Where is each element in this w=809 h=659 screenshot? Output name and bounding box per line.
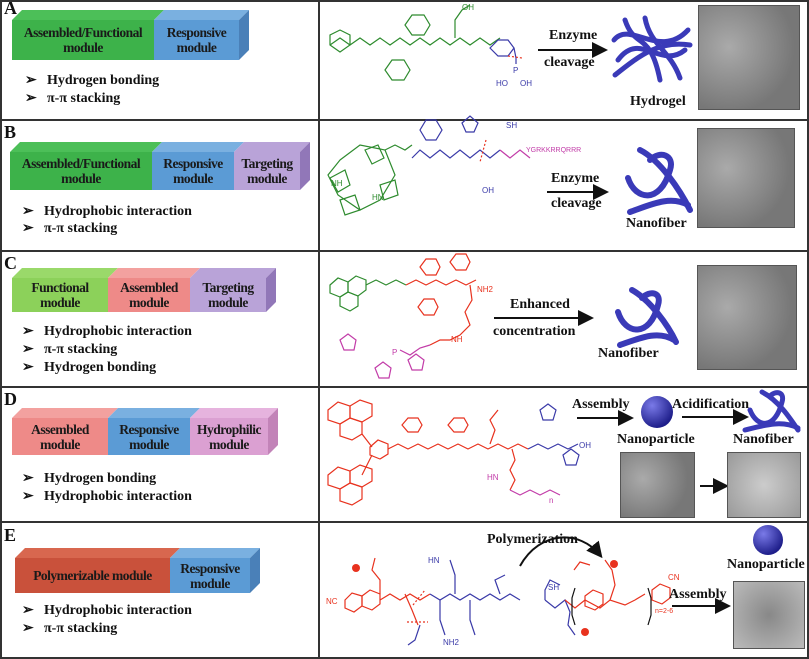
interaction-item: ➢Hydrophobic interaction xyxy=(22,489,192,504)
svg-text:NH: NH xyxy=(451,335,463,344)
svg-text:OH: OH xyxy=(579,441,591,450)
svg-text:SH: SH xyxy=(548,583,559,592)
tem-image-nanofiber xyxy=(697,265,797,370)
svg-text:NH2: NH2 xyxy=(443,638,460,647)
arrow-label-top: Enzyme xyxy=(551,171,600,186)
hydrogel-icon xyxy=(611,15,693,83)
module-targeting: Targeting module xyxy=(190,278,266,312)
module-responsive: Responsive module xyxy=(154,20,239,60)
step-label: Assembly xyxy=(669,587,727,602)
step-label: Assembly xyxy=(572,397,630,412)
interaction-item: ➢π-π stacking xyxy=(22,221,118,236)
svg-text:HO: HO xyxy=(496,79,508,88)
molecule-b xyxy=(327,115,531,216)
column-divider xyxy=(318,0,320,659)
arrow-label-bottom: concentration xyxy=(493,324,576,339)
row-divider xyxy=(0,250,809,252)
svg-text:OH: OH xyxy=(462,3,474,12)
interaction-item: ➢Hydrogen bonding xyxy=(22,471,157,486)
nanoparticle-icon xyxy=(641,396,673,428)
interaction-item: ➢Hydrogen bonding xyxy=(25,73,160,88)
step-label: Acidification xyxy=(672,397,749,412)
molecule-b-labels: YGRKKRRQRRR NH HN OH SH xyxy=(331,121,581,202)
module-assembled-functional: Assembled/Functional module xyxy=(10,152,152,190)
tem-image-hydrogel xyxy=(698,5,800,110)
nanofiber-icon xyxy=(615,287,679,348)
svg-text:OH: OH xyxy=(520,79,532,88)
interaction-item: ➢π-π stacking xyxy=(22,342,118,357)
module-responsive: Responsive module xyxy=(108,418,190,455)
product-label: Nanofiber xyxy=(733,432,794,447)
interaction-item: ➢Hydrophobic interaction xyxy=(22,324,192,339)
module-responsive: Responsive module xyxy=(170,558,250,593)
svg-text:n: n xyxy=(549,496,553,505)
svg-text:YGRKKRRQRRR: YGRKKRRQRRR xyxy=(526,147,581,154)
molecule-a xyxy=(329,4,523,81)
module-polymerizable: Polymerizable module xyxy=(15,558,170,593)
product-label: Hydrogel xyxy=(630,94,686,109)
product-label: Nanofiber xyxy=(626,216,687,231)
module-hydrophilic: Hydrophilic module xyxy=(190,418,268,455)
row-divider xyxy=(0,119,809,121)
svg-text:SH: SH xyxy=(506,121,517,130)
tem-image-nanoparticle xyxy=(733,581,805,649)
module-assembled: Assembled module xyxy=(108,278,190,312)
svg-text:CN: CN xyxy=(668,573,680,582)
svg-text:P: P xyxy=(513,66,518,75)
product-label: Nanoparticle xyxy=(617,432,695,447)
nanofiber-icon xyxy=(742,389,801,433)
nanofiber-icon xyxy=(625,147,693,215)
svg-text:OH: OH xyxy=(482,186,494,195)
molecule-e-labels: NC n=2-6 CN SH HN NH2 xyxy=(326,556,680,647)
tem-image-nanofiber xyxy=(697,128,795,228)
arrow-label-bottom: cleavage xyxy=(551,196,602,211)
interaction-item: ➢π-π stacking xyxy=(25,91,121,106)
molecule-e xyxy=(344,536,671,646)
tem-image-nanofiber xyxy=(727,452,801,518)
panel-label-e: E xyxy=(4,525,17,545)
svg-text:NH: NH xyxy=(331,179,343,188)
molecule-d xyxy=(327,399,580,506)
arrow-label-bottom: cleavage xyxy=(544,55,595,70)
row-divider xyxy=(0,386,809,388)
module-functional: Functional module xyxy=(12,278,108,312)
module-targeting: Targeting module xyxy=(234,152,300,190)
module-assembled-functional: Assembled/Functional module xyxy=(12,20,154,60)
panel-label-b: B xyxy=(4,122,17,142)
panel-label-c: C xyxy=(4,253,17,273)
molecule-d-labels: OH n HN xyxy=(487,441,591,505)
interaction-item: ➢Hydrophobic interaction xyxy=(22,603,192,618)
svg-text:P: P xyxy=(392,348,397,357)
svg-text:HN: HN xyxy=(372,193,384,202)
svg-text:NH2: NH2 xyxy=(477,285,494,294)
reaction-label: Polymerization xyxy=(487,532,578,547)
module-assembled: Assembled module xyxy=(12,418,108,455)
tem-image-nanoparticle xyxy=(620,452,695,518)
interaction-item: ➢π-π stacking xyxy=(22,621,118,636)
arrow-label-top: Enzyme xyxy=(549,28,598,43)
nanoparticle-icon xyxy=(753,525,783,555)
panel-label-d: D xyxy=(4,389,17,409)
product-label: Nanoparticle xyxy=(727,557,805,572)
interaction-item: ➢Hydrophobic interaction xyxy=(22,204,192,219)
product-label: Nanofiber xyxy=(598,346,659,361)
molecule-c xyxy=(329,253,477,379)
svg-text:HN: HN xyxy=(428,556,440,565)
panel-label-a: A xyxy=(4,0,17,18)
module-responsive: Responsive module xyxy=(152,152,234,190)
interaction-item: ➢Hydrogen bonding xyxy=(22,360,157,375)
row-divider xyxy=(0,521,809,523)
arrow-label-top: Enhanced xyxy=(510,297,570,312)
svg-text:HN: HN xyxy=(487,473,499,482)
svg-text:n=2-6: n=2-6 xyxy=(655,608,673,615)
svg-text:NC: NC xyxy=(326,597,338,606)
